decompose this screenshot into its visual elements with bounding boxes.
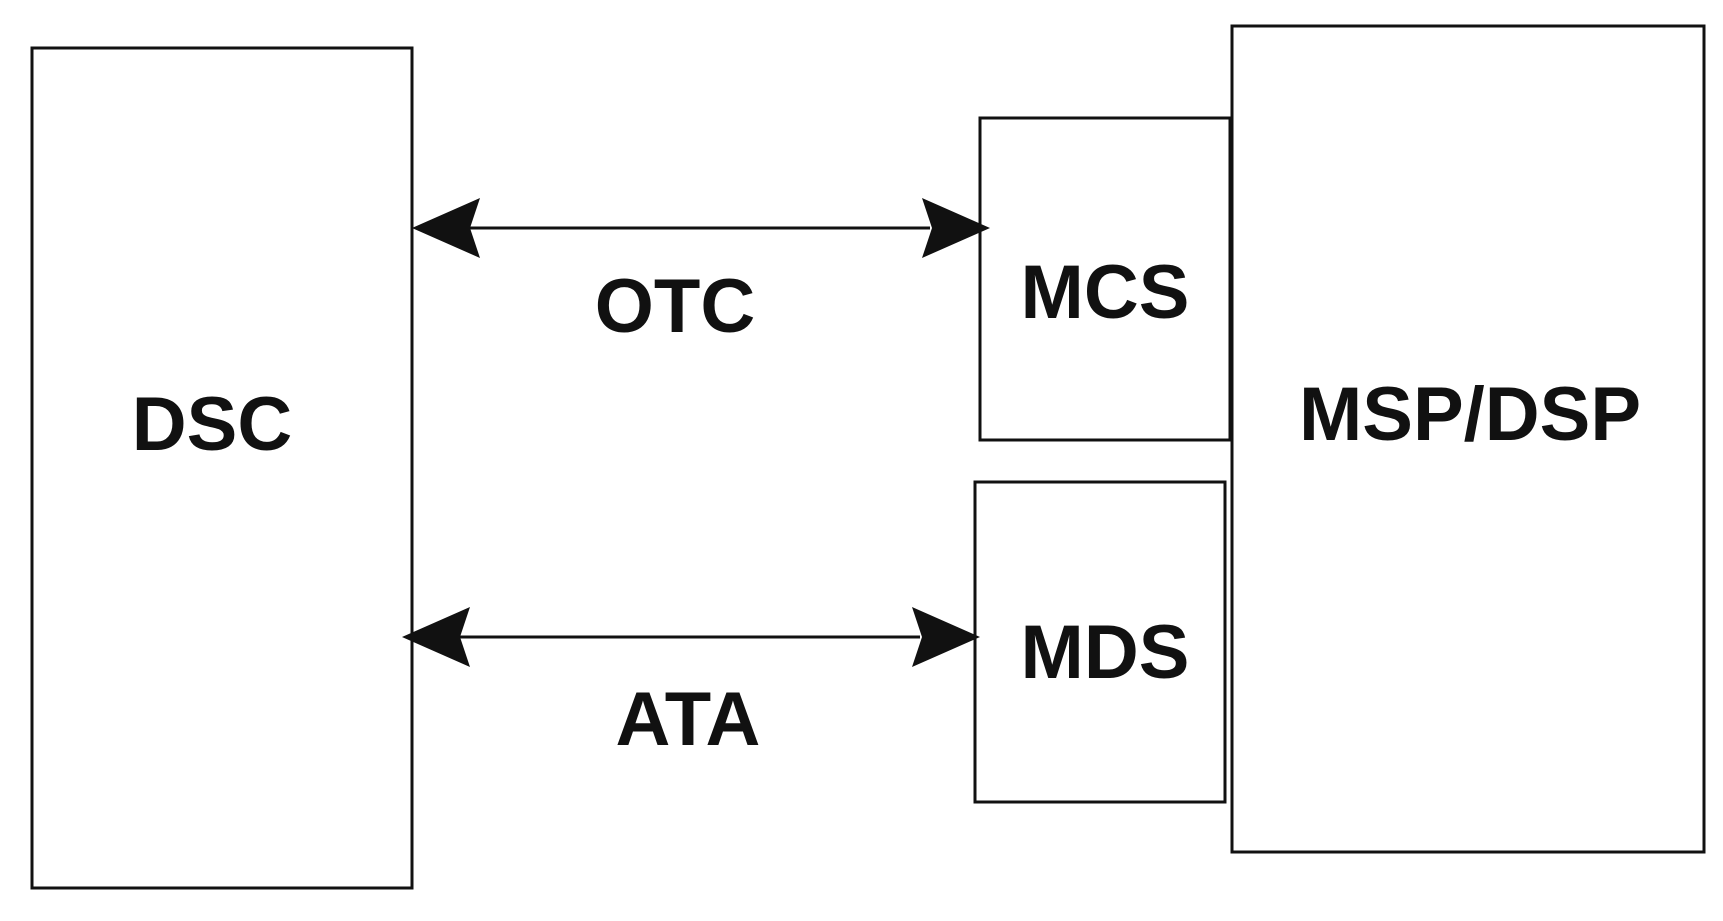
ata-arrow: ATA bbox=[402, 607, 980, 762]
msp-dsp-block: MSP/DSP bbox=[1230, 24, 1706, 854]
msp-dsp-label: MSP/DSP bbox=[1299, 372, 1641, 457]
otc-arrow: OTC bbox=[412, 198, 990, 349]
otc-arrowhead-left bbox=[412, 198, 480, 258]
ata-label: ATA bbox=[616, 677, 761, 762]
ata-arrowhead-left bbox=[402, 607, 470, 667]
dsc-block: DSC bbox=[30, 46, 414, 890]
otc-arrowhead-right bbox=[922, 198, 990, 258]
ata-arrowhead-right bbox=[912, 607, 980, 667]
mds-label: MDS bbox=[1021, 610, 1190, 695]
mcs-label: MCS bbox=[1021, 250, 1190, 335]
mcs-block: MCS bbox=[978, 116, 1232, 442]
dsc-label: DSC bbox=[132, 382, 292, 467]
otc-label: OTC bbox=[595, 264, 755, 349]
mds-block: MDS bbox=[973, 480, 1227, 804]
